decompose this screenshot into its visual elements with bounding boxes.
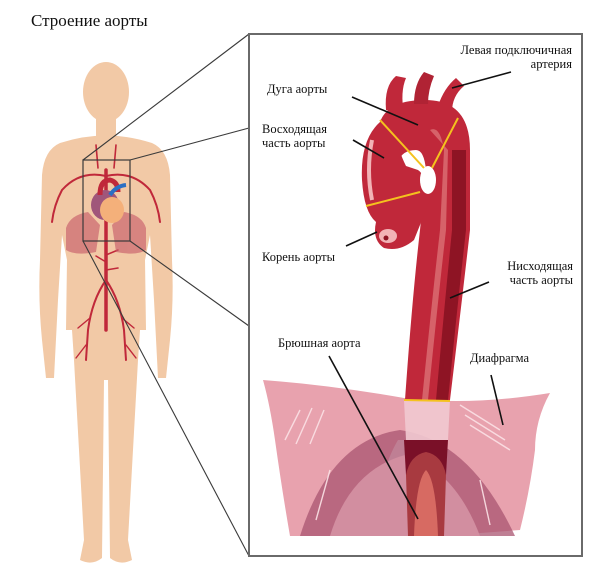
label-left-subclavian-artery: Левая подключичная артерия — [430, 43, 572, 71]
aorta-illustration — [361, 72, 470, 536]
heart — [91, 177, 127, 223]
label-line: часть аорты — [262, 136, 326, 150]
label-line: Диафрагма — [470, 351, 529, 365]
zoom-connector-lines — [82, 33, 250, 557]
label-line: Нисходящая — [507, 259, 573, 273]
label-ascending-aorta: Восходящая часть аорты — [262, 122, 327, 150]
label-aortic-arch: Дуга аорты — [267, 82, 327, 96]
label-line: Корень аорты — [262, 250, 336, 264]
label-line: артерия — [530, 57, 572, 71]
label-abdominal-aorta: Брюшная аорта — [278, 336, 361, 350]
label-line: Брюшная аорта — [278, 336, 361, 350]
label-descending-aorta: Нисходящая часть аорты — [470, 259, 573, 287]
label-line: Дуга аорты — [267, 82, 328, 96]
zoom-selection-box — [82, 159, 131, 242]
diagram-title: Строение аорты — [31, 11, 148, 30]
label-aortic-root: Корень аорты — [262, 250, 335, 264]
label-diaphragm: Диафрагма — [470, 351, 529, 365]
label-line: Восходящая — [262, 122, 327, 136]
label-line: Левая подключичная — [460, 43, 572, 57]
label-line: часть аорты — [509, 273, 573, 287]
leader-lines — [328, 71, 512, 520]
